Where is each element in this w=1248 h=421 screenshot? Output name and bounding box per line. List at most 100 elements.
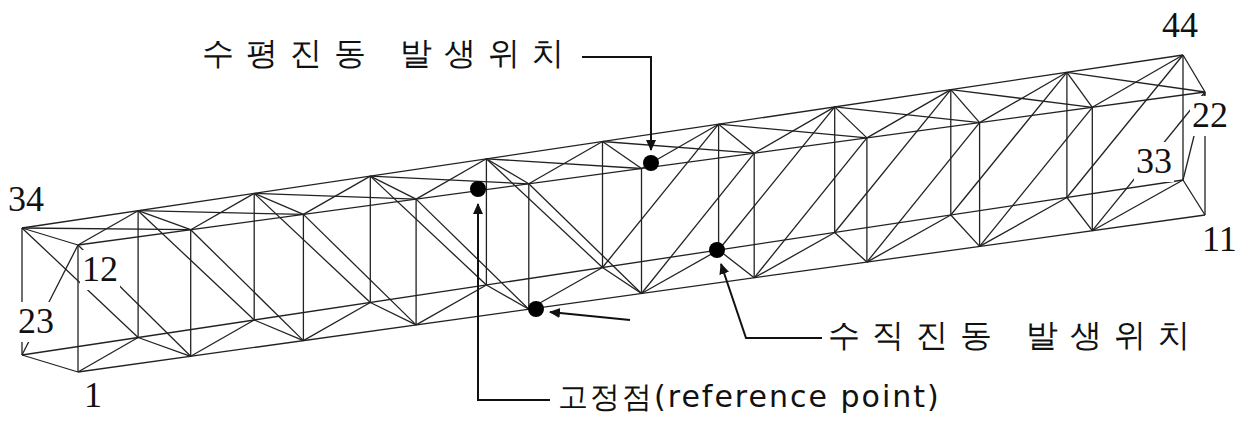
truss-member (1067, 198, 1092, 231)
truss-member (416, 285, 486, 325)
truss-member (138, 211, 254, 320)
node-number: 11 (1200, 220, 1239, 260)
truss-member (191, 230, 304, 341)
truss-member (951, 215, 980, 246)
truss-member (137, 211, 138, 338)
location-label: 수직진동 발생위치 (826, 318, 1204, 353)
truss-member (1066, 72, 1067, 197)
truss-member (719, 107, 835, 250)
truss-member (980, 72, 1067, 122)
truss-member (254, 193, 303, 214)
truss-member (603, 142, 642, 169)
leader-line (582, 57, 651, 150)
truss-member (22, 228, 191, 230)
leader-line (550, 312, 630, 320)
truss-member (78, 245, 191, 356)
truss-member (867, 215, 951, 262)
truss-member (951, 90, 980, 123)
truss-member (370, 303, 416, 325)
truss-member (642, 153, 755, 293)
truss-member (867, 123, 980, 263)
truss-member (602, 142, 603, 268)
truss-member (1092, 92, 1205, 231)
truss-member (22, 355, 78, 372)
truss-member (78, 211, 138, 245)
truss-member (138, 338, 191, 357)
truss-member (486, 159, 641, 169)
truss-member (370, 176, 486, 285)
node-number: 22 (1190, 96, 1230, 136)
truss-member (1067, 72, 1205, 92)
truss-member (78, 338, 138, 373)
truss-member (835, 107, 980, 123)
truss-member (138, 211, 303, 215)
truss-member (754, 107, 835, 153)
leader-lines (478, 57, 822, 400)
truss-member (866, 138, 867, 262)
truss-member (719, 124, 755, 153)
truss-member (191, 320, 255, 356)
leader-line (478, 204, 550, 400)
node-number: 1 (82, 376, 104, 416)
truss-member (138, 211, 191, 230)
truss-member (867, 90, 951, 138)
truss-member (370, 176, 416, 199)
truss-member (190, 230, 191, 357)
truss-member (835, 233, 867, 263)
truss-member (254, 320, 303, 341)
truss-member (254, 193, 370, 302)
truss-member (1183, 180, 1205, 215)
leader-line (721, 264, 822, 338)
truss-member (1092, 180, 1183, 231)
truss-member (370, 176, 529, 184)
truss-member (528, 184, 529, 309)
truss-member (834, 107, 835, 233)
measurement-dot (470, 181, 486, 197)
truss-member (1092, 55, 1183, 107)
measurement-points (470, 155, 725, 317)
node-number: 33 (1134, 142, 1174, 182)
truss-member (77, 245, 78, 372)
truss-member (951, 72, 1067, 215)
truss-member (416, 199, 529, 309)
truss-member (370, 176, 371, 302)
truss-member (979, 123, 980, 247)
node-number: 34 (6, 180, 46, 220)
truss-member (486, 159, 602, 268)
truss-member (603, 268, 642, 294)
measurement-dot (709, 242, 725, 258)
truss-member (603, 124, 719, 267)
location-label: 수평진동 발생위치 (200, 36, 578, 71)
truss-member (1067, 72, 1092, 107)
truss-member (1092, 107, 1093, 230)
truss-member (1067, 55, 1183, 198)
truss-member (835, 90, 951, 233)
truss-member (980, 198, 1067, 247)
truss-member (950, 90, 951, 215)
measurement-dot (643, 155, 659, 171)
truss-member (1182, 55, 1183, 180)
truss-member (1183, 55, 1205, 92)
truss-member (529, 184, 642, 294)
truss-member (835, 107, 867, 138)
truss-member (642, 250, 719, 294)
truss-member (486, 159, 528, 184)
node-number: 44 (1160, 6, 1200, 46)
truss-member (951, 90, 1093, 108)
reference-label: 고정점(reference point) (556, 380, 943, 413)
truss-member (254, 193, 255, 320)
truss-member (718, 124, 719, 250)
truss-member (486, 159, 487, 285)
truss-member (754, 138, 867, 278)
truss-member (303, 303, 370, 341)
truss-member (603, 142, 755, 154)
truss-member (303, 214, 304, 340)
truss-member (486, 285, 528, 309)
node-number: 23 (16, 302, 56, 342)
truss-member (754, 233, 835, 278)
truss-frame (22, 55, 1205, 372)
truss-member (719, 124, 867, 138)
truss-member (303, 214, 416, 325)
